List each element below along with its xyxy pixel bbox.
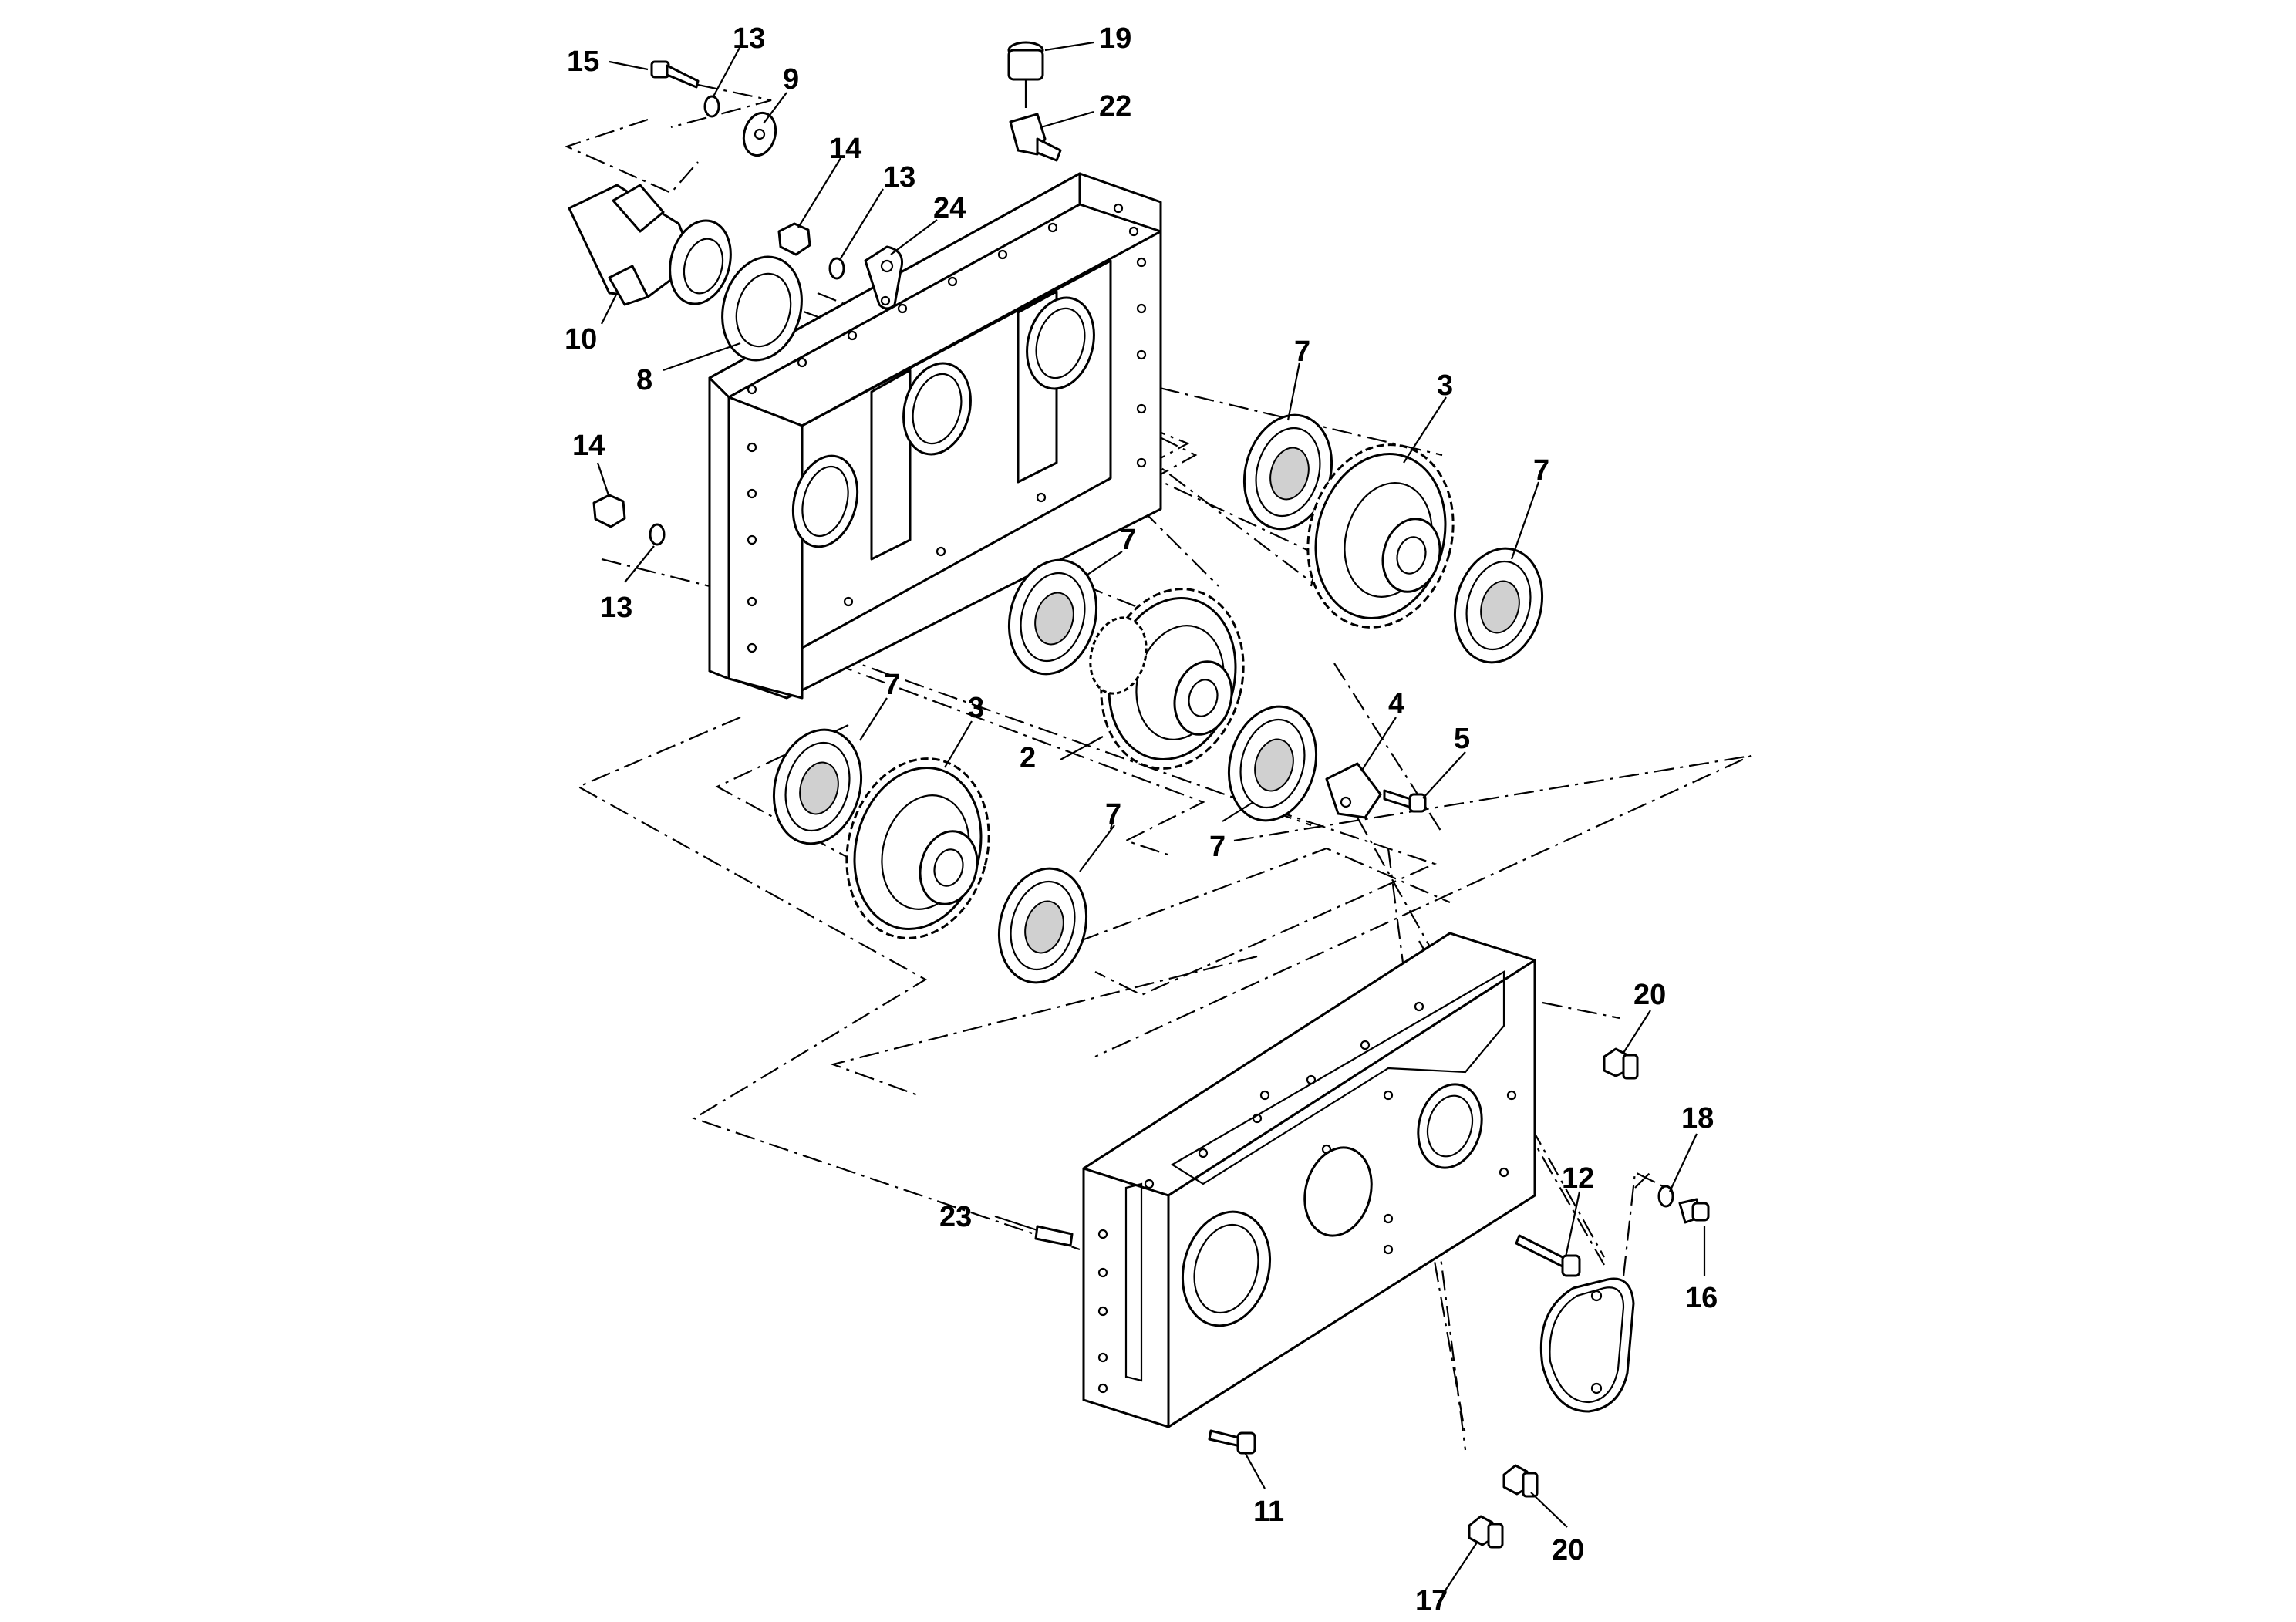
callout-13: 13 <box>600 592 632 624</box>
callout-labels: 15 13 9 19 22 14 13 24 10 8 14 13 7 3 7 … <box>565 22 1718 1617</box>
cover-plate <box>1082 932 1536 1428</box>
bolt <box>1208 1429 1256 1455</box>
gear-housing <box>708 172 1162 700</box>
callout-7: 7 <box>1209 831 1226 863</box>
bearing <box>772 728 863 845</box>
callout-14: 14 <box>829 133 861 165</box>
callout-14: 14 <box>572 430 605 462</box>
access-cover <box>1539 1277 1635 1413</box>
bolt <box>1383 789 1427 813</box>
gear-upper-right <box>1306 443 1455 629</box>
callout-7: 7 <box>1120 524 1136 556</box>
bearing <box>1227 705 1318 822</box>
callout-3: 3 <box>1437 369 1453 402</box>
retainer-plate <box>1325 762 1382 819</box>
bearing <box>997 867 1088 984</box>
oil-seal <box>721 255 803 362</box>
plug <box>1603 1047 1639 1080</box>
callout-23: 23 <box>939 1201 972 1233</box>
bolt <box>650 60 700 89</box>
callout-20: 20 <box>1552 1534 1584 1566</box>
callout-12: 12 <box>1562 1162 1594 1195</box>
dowel-pin <box>1034 1225 1074 1247</box>
callout-20: 20 <box>1633 979 1666 1011</box>
nut <box>777 222 811 256</box>
callout-7: 7 <box>1533 454 1549 487</box>
callout-13: 13 <box>883 161 915 194</box>
elbow-fitting <box>1009 113 1062 162</box>
callout-11: 11 <box>1253 1496 1284 1528</box>
yoke-flange <box>568 184 732 306</box>
callout-9: 9 <box>783 63 799 96</box>
callout-13: 13 <box>733 22 765 55</box>
bracket <box>864 245 903 310</box>
callout-18: 18 <box>1681 1102 1714 1135</box>
callout-15: 15 <box>567 46 599 78</box>
callout-4: 4 <box>1388 688 1404 720</box>
lock-washer <box>703 95 720 118</box>
plug <box>1502 1464 1539 1498</box>
nut <box>592 494 626 528</box>
callout-10: 10 <box>565 323 597 356</box>
bolt <box>1678 1198 1710 1224</box>
lock-washer <box>649 523 666 546</box>
callout-19: 19 <box>1099 22 1131 55</box>
callout-7: 7 <box>1294 336 1310 368</box>
callout-16: 16 <box>1685 1282 1718 1314</box>
callout-17: 17 <box>1415 1585 1448 1617</box>
gear-center <box>1089 588 1245 770</box>
callout-8: 8 <box>636 364 652 396</box>
callout-7: 7 <box>1105 798 1121 831</box>
bearing <box>1242 413 1333 531</box>
bolt <box>1515 1234 1581 1277</box>
callout-22: 22 <box>1099 90 1131 123</box>
leader-lines <box>596 41 1706 1596</box>
callout-24: 24 <box>933 192 966 224</box>
washer <box>742 111 777 157</box>
lock-washer <box>828 257 845 280</box>
breather-cap <box>1007 41 1044 108</box>
bearing <box>1007 558 1098 676</box>
callout-3: 3 <box>968 692 984 724</box>
bearing <box>1453 547 1544 664</box>
gear-lower-left <box>845 757 990 939</box>
callout-7: 7 <box>884 669 900 701</box>
plug <box>1468 1515 1504 1549</box>
callout-2: 2 <box>1020 742 1036 774</box>
callout-5: 5 <box>1454 723 1470 755</box>
